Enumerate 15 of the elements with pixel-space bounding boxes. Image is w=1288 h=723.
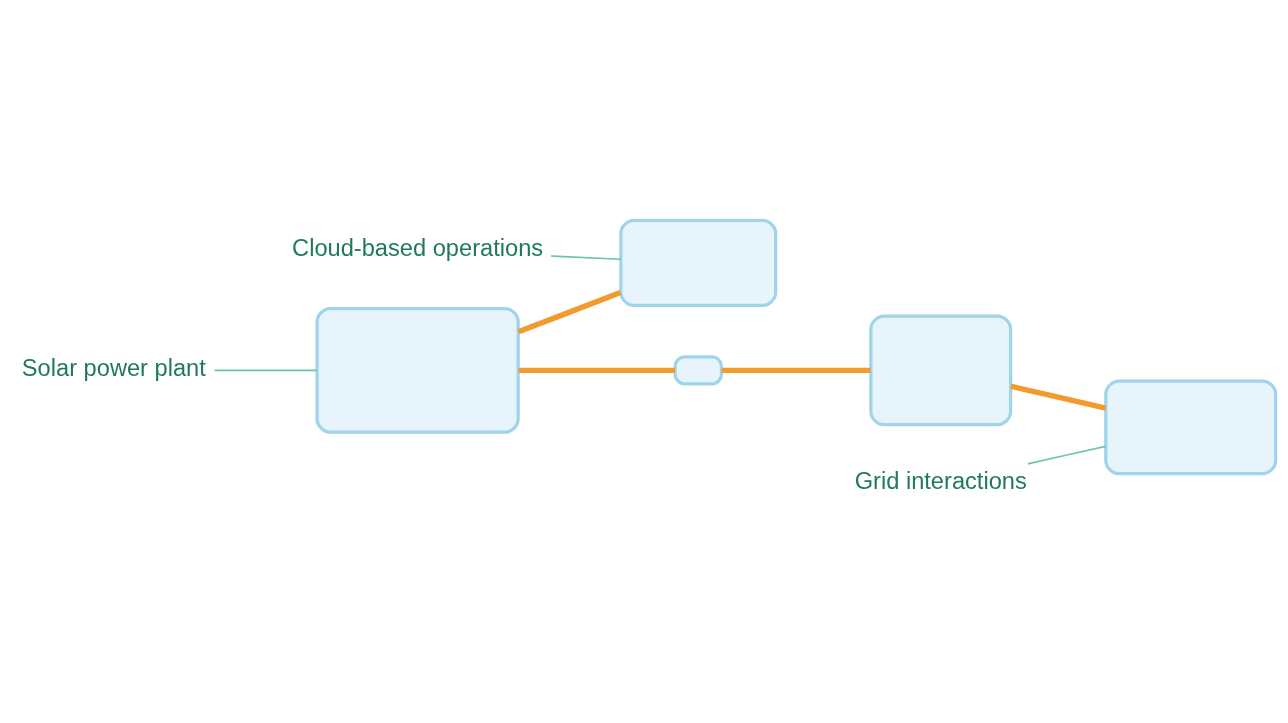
node-text: Cloud-based operations [291,234,543,261]
connector [516,290,621,335]
node-text: Solar power plant [21,355,206,382]
node-box [673,355,723,386]
connector [549,255,621,261]
connector [517,367,675,374]
node-box [1103,379,1277,476]
node-box [868,314,1012,427]
connector [1026,445,1106,465]
node-text: Grid interactions [854,468,1027,495]
node-box [314,306,520,434]
node-box [618,218,777,307]
connector [721,367,871,374]
connector [213,369,318,372]
connector [1009,383,1106,411]
